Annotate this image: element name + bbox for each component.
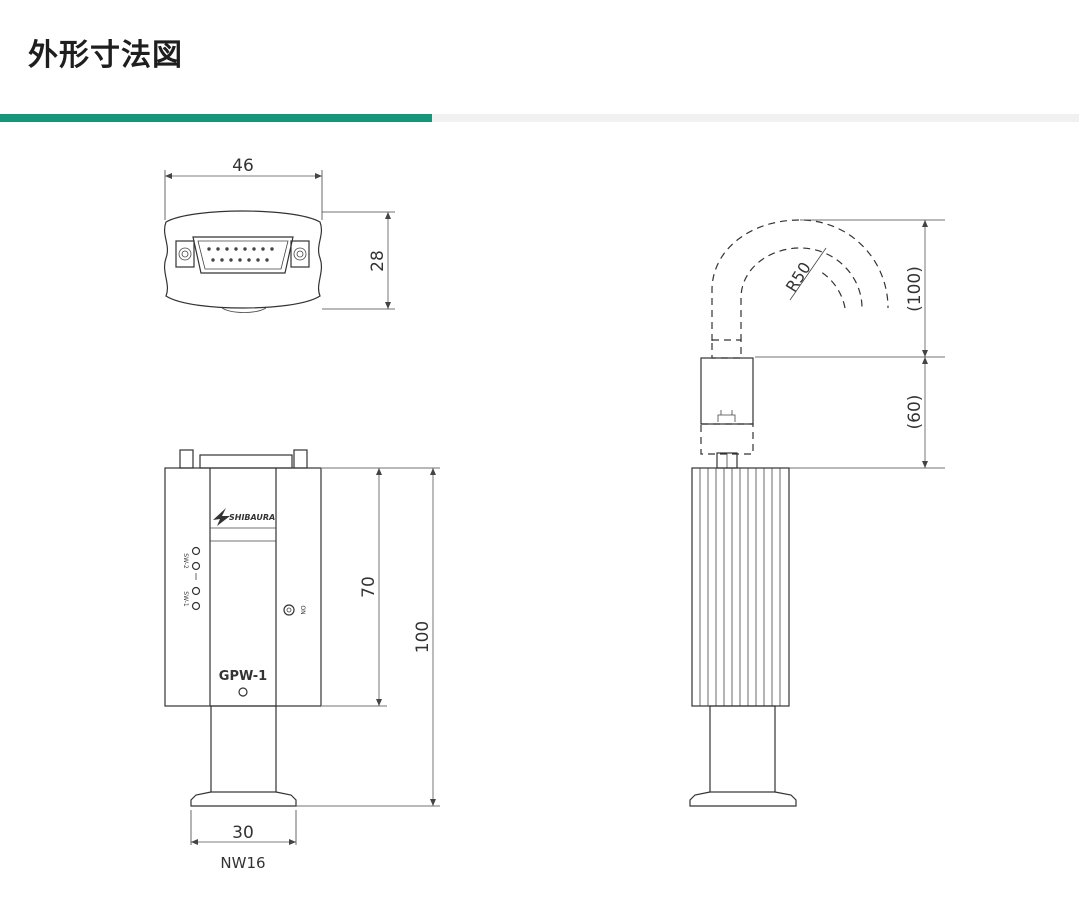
switch-panel: SW-2 SW-1 <box>182 546 201 611</box>
side-view: R50 (100) (60) <box>689 219 945 807</box>
dim-cable-height: (100) <box>905 266 925 312</box>
d-sub-connector <box>175 236 310 274</box>
title-divider-accent <box>0 114 432 122</box>
finned-body <box>691 467 790 707</box>
nw16-flange <box>190 791 297 807</box>
dim-connector-height: (60) <box>905 395 925 430</box>
brand-logo-text: SHIBAURA <box>229 513 275 522</box>
dim-total-height: 100 <box>413 621 433 653</box>
cable-connector <box>700 357 754 425</box>
title-divider <box>0 114 1079 122</box>
flange-type-label: NW16 <box>220 854 265 872</box>
dim-height-top: 28 <box>368 250 388 272</box>
page-title: 外形寸法図 <box>28 38 183 73</box>
gauge-tube <box>210 705 277 793</box>
side-flange <box>689 791 797 807</box>
front-view: SHIBAURA SW-2 SW-1 ON GPW-1 30 NW16 70 1… <box>164 449 440 872</box>
top-view: 46 28 <box>163 156 395 313</box>
switch-label-1: SW-1 <box>182 591 189 607</box>
top-view-body <box>163 210 323 309</box>
dim-width-top: 46 <box>232 156 254 176</box>
dim-body-height: 70 <box>359 576 379 598</box>
switch-label-2: SW-2 <box>182 553 189 569</box>
model-label: GPW-1 <box>219 669 267 684</box>
dim-bend-radius: R50 <box>782 259 815 296</box>
dim-flange-width: 30 <box>232 823 254 843</box>
side-tube <box>709 705 776 793</box>
indicator-label: ON <box>299 605 306 614</box>
